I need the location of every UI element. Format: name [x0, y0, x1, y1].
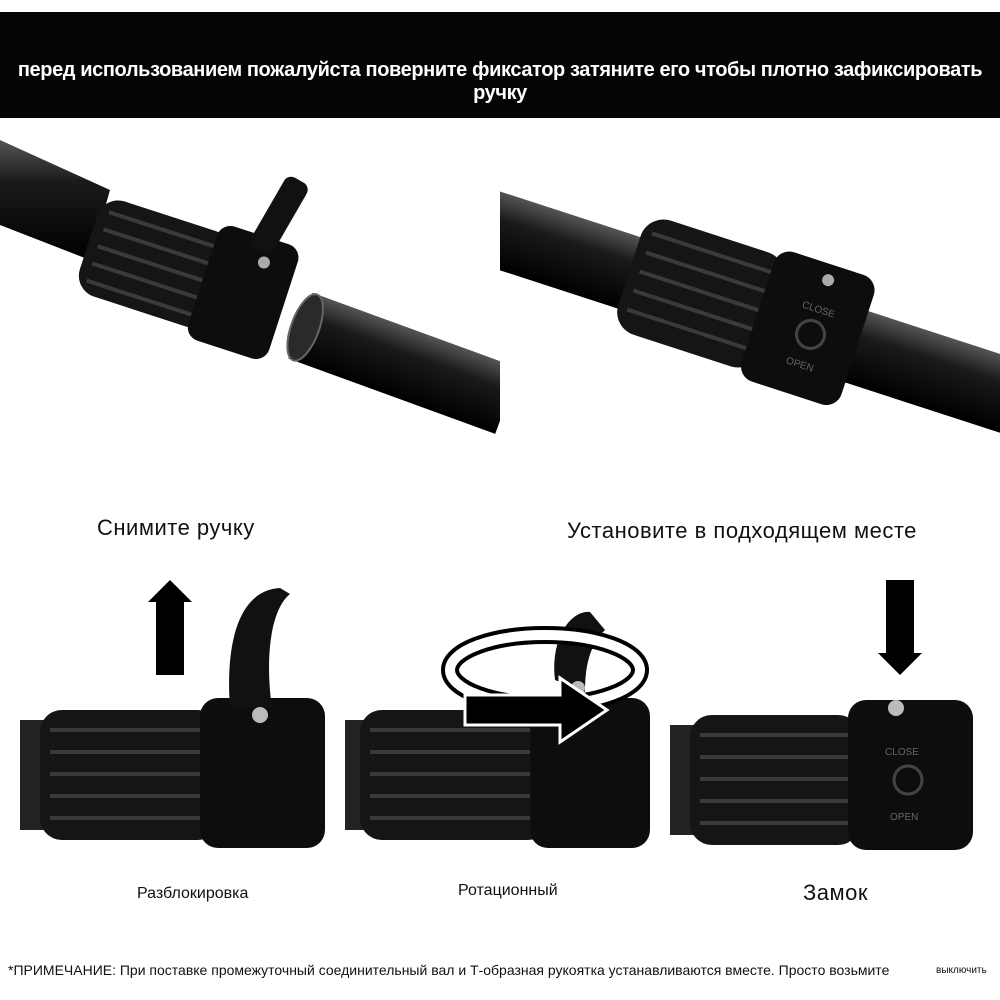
arrow-up-icon — [148, 580, 192, 675]
caption-remove-handle: Снимите ручку — [97, 515, 255, 540]
caption-lock: Замок — [803, 880, 869, 905]
banner-text: перед использованием пожалуйста повернит… — [17, 59, 983, 104]
lock-open-mark: OPEN — [890, 812, 918, 823]
caption-unlock: Разблокировка — [137, 885, 249, 902]
photo-remove-handle — [0, 140, 500, 434]
lock-close-mark: CLOSE — [885, 747, 919, 758]
rotate-arrow-icon — [441, 626, 649, 745]
photo-install-handle: CLOSE OPEN — [500, 187, 1000, 445]
photo-unlock — [20, 580, 325, 848]
top-banner — [0, 12, 1000, 118]
caption-rotate: Ротационный — [458, 882, 558, 899]
footnote-tail: выключить — [936, 965, 987, 976]
caption-install-handle: Установите в подходящем месте — [567, 518, 917, 543]
photo-lock: CLOSE OPEN — [670, 580, 973, 850]
footnote: *ПРИМЕЧАНИЕ: При поставке промежуточный … — [8, 962, 890, 978]
photo-rotate — [345, 611, 650, 848]
arrow-down-icon — [878, 580, 922, 675]
